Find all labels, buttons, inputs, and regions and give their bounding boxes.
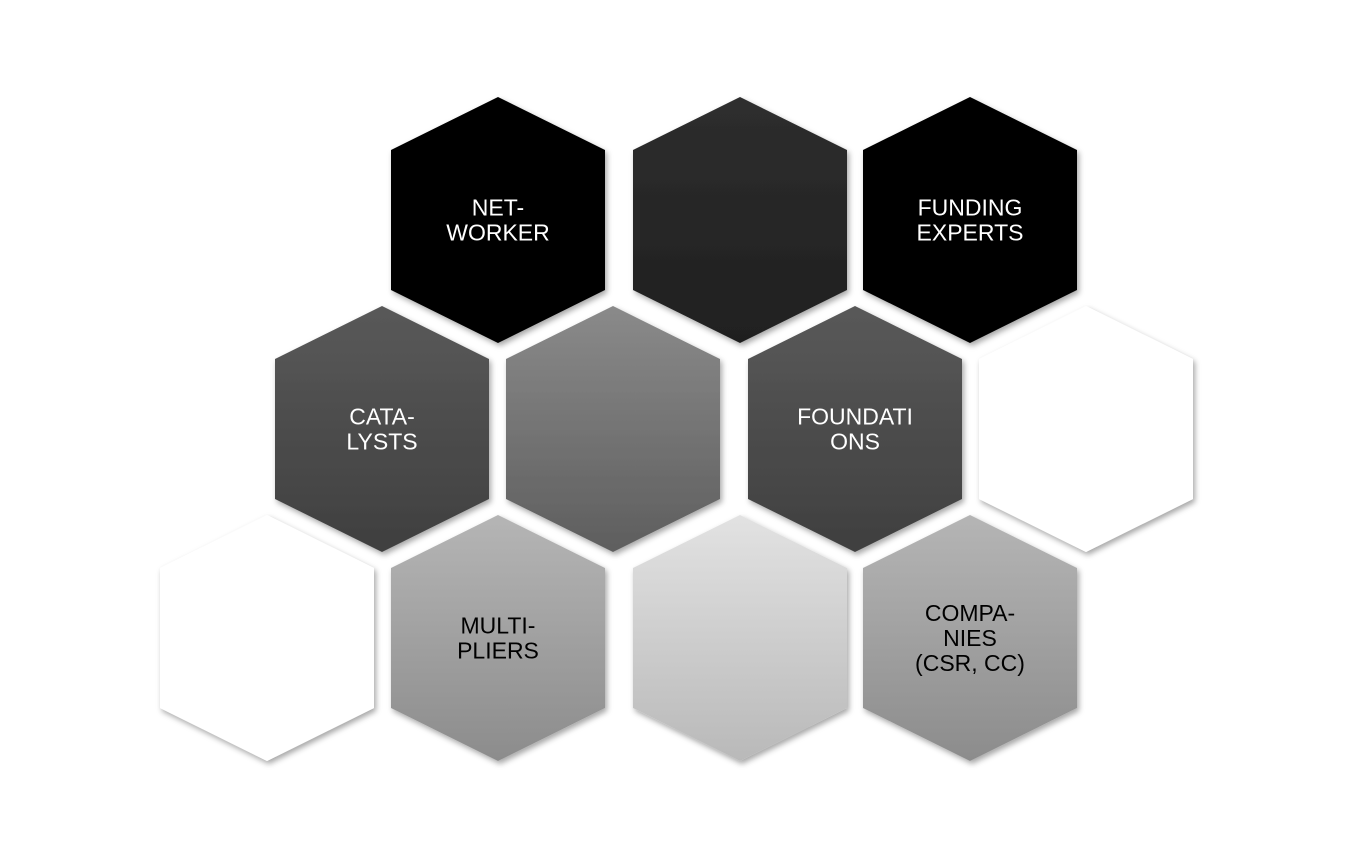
hexagon-shape	[633, 515, 847, 761]
hexagon-label: CATA-LYSTS	[346, 404, 417, 455]
hexagon-label-line: PLIERS	[457, 638, 539, 664]
hexagon-label-line: ONS	[830, 429, 880, 455]
hexagon-label-line: COMPA-	[925, 600, 1015, 626]
hexagon-label-line: (CSR, CC)	[915, 650, 1025, 676]
hexagon-right-white	[979, 306, 1193, 552]
hexagon-label: NET-WORKER	[446, 195, 550, 246]
hexagon-top-middle	[633, 97, 847, 343]
hexagon-shape	[633, 97, 847, 343]
hexagon-shape	[863, 97, 1077, 343]
hexagon-mid-gray	[506, 306, 720, 552]
hexagon-label-line: NIES	[943, 625, 997, 651]
hexagon-label-line: CATA-	[349, 404, 415, 430]
hexagon-multipliers: MULTI-PLIERS	[391, 515, 605, 761]
hexagon-label-line: MULTI-	[461, 613, 536, 639]
hexagon-shape	[979, 306, 1193, 552]
hexagon-catalysts: CATA-LYSTS	[275, 306, 489, 552]
hexagon-label-line: FUNDING	[918, 195, 1023, 221]
hexagon-label-line: FOUNDATI	[797, 404, 913, 430]
hexagon-label: MULTI-PLIERS	[457, 613, 539, 664]
hexagon-shape	[160, 515, 374, 761]
hexagon-shape	[506, 306, 720, 552]
hexagon-label-line: EXPERTS	[917, 220, 1024, 246]
hexagon-shape	[863, 515, 1077, 761]
hexagon-networker: NET-WORKER	[391, 97, 605, 343]
hexagon-left-white	[160, 515, 374, 761]
hexagon-label-line: NET-	[472, 195, 524, 221]
hexagon-label: COMPA-NIES(CSR, CC)	[915, 600, 1025, 676]
hexagon-label-line: WORKER	[446, 220, 550, 246]
hexagon-label-line: LYSTS	[346, 429, 417, 455]
hexagon-shape	[391, 97, 605, 343]
hexagon-light-gray	[633, 515, 847, 761]
hexagon-shape	[275, 306, 489, 552]
hexagon-companies: COMPA-NIES(CSR, CC)	[863, 515, 1077, 761]
hexagon-shape	[391, 515, 605, 761]
hexagon-shape	[748, 306, 962, 552]
